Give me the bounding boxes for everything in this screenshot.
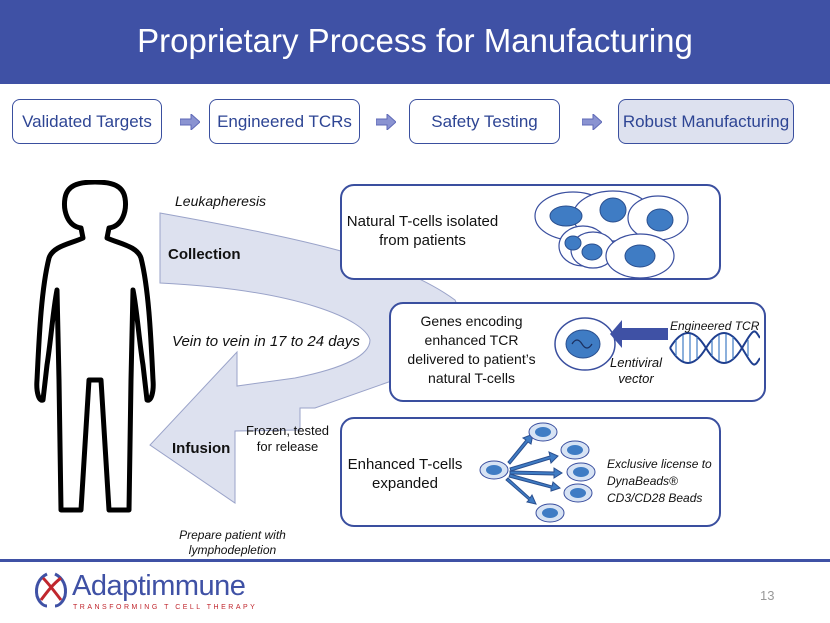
vein-to-vein-label: Vein to vein in 17 to 24 days [172, 333, 360, 350]
genes-encoding-text: Genes encoding enhanced TCR delivered to… [407, 313, 536, 386]
step-arrow-icon [180, 114, 200, 130]
title-bar [0, 0, 830, 84]
step-arrow-icon [582, 114, 602, 130]
step-engineered-tcrs: Engineered TCRs [209, 99, 360, 144]
prepare-label: Prepare patient with lymphodepletion [179, 528, 286, 557]
page-title: Proprietary Process for Manufacturing [137, 22, 693, 59]
leukapheresis-label: Leukapheresis [175, 193, 267, 209]
frozen-label: Frozen, tested for release [245, 423, 330, 454]
step-arrow-icon [376, 114, 396, 130]
natural-tcells-text: Natural T-cells isolated from patients [346, 213, 499, 249]
patient-silhouette-icon [34, 180, 156, 513]
page-number: 13 [760, 588, 775, 603]
adaptimmune-logo-icon [35, 572, 67, 608]
tcells-cluster-icon [534, 190, 689, 278]
license-text: Exclusive license to DynaBeads® CD3/CD28… [607, 457, 712, 505]
footer-divider [0, 559, 830, 562]
logo-tagline: TRANSFORMING T CELL THERAPY [73, 604, 258, 611]
lentiviral-vector-label: Lentiviral vector [609, 355, 663, 386]
infusion-label: Infusion [172, 440, 231, 457]
step-safety-testing: Safety Testing [409, 99, 560, 144]
transduction-illustration [554, 317, 760, 371]
logo-name: Adaptimmune [72, 570, 246, 602]
expansion-illustration [479, 422, 596, 523]
engineered-tcr-label: Engineered TCR [670, 319, 760, 333]
step-validated-targets: Validated Targets [12, 99, 162, 144]
step-robust-manufacturing: Robust Manufacturing [618, 99, 794, 144]
enhanced-tcells-text: Enhanced T-cells expanded [347, 456, 463, 492]
collection-label: Collection [168, 246, 241, 263]
